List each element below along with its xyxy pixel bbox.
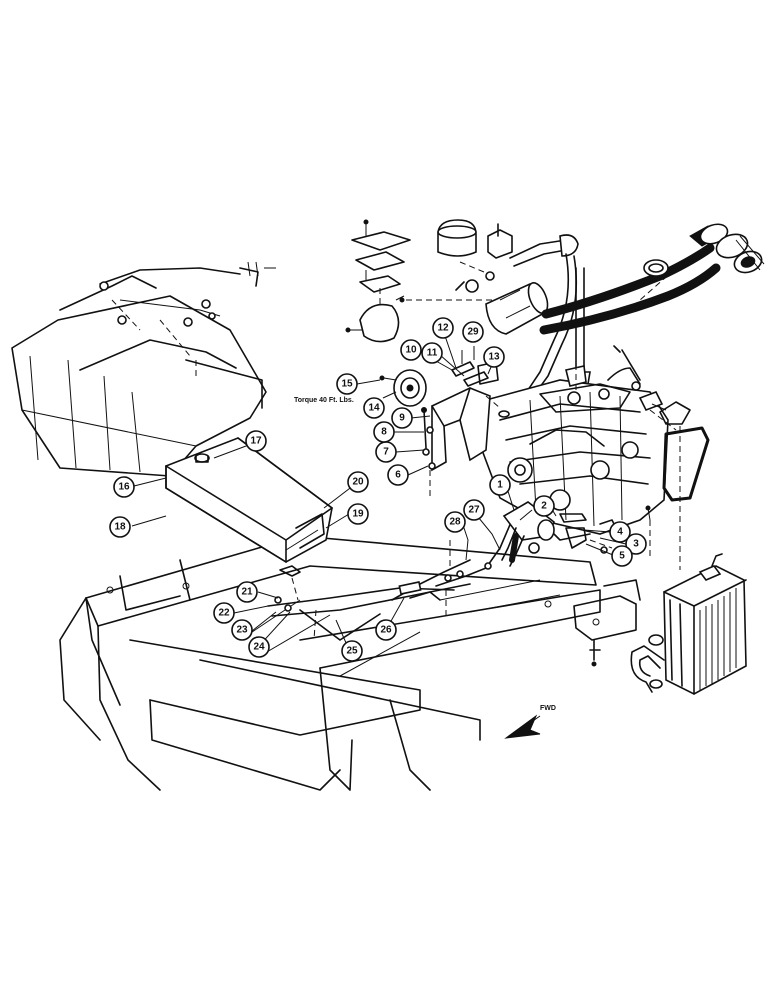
- engine-block: [481, 345, 710, 541]
- callout-4: 4: [609, 521, 631, 543]
- svg-text:5: 5: [619, 551, 625, 562]
- callout-10: 10: [400, 339, 422, 361]
- callout-14: 14: [363, 397, 385, 419]
- svg-text:14: 14: [368, 403, 380, 414]
- callout-28: 28: [444, 511, 466, 533]
- callout-19: 19: [347, 503, 369, 525]
- callout-9: 9: [391, 407, 413, 429]
- svg-text:19: 19: [352, 509, 364, 520]
- svg-text:26: 26: [380, 625, 392, 636]
- callout-21: 21: [236, 581, 258, 603]
- callout-1: 1: [489, 474, 511, 496]
- svg-text:6: 6: [395, 470, 401, 481]
- callout-17: 17: [245, 430, 267, 452]
- svg-text:27: 27: [468, 505, 480, 516]
- muffler-tip: [699, 223, 765, 274]
- callout-11: 11: [421, 342, 443, 364]
- chassis-frame: [59, 535, 641, 791]
- exhaust-pipe-assembly: [501, 501, 619, 567]
- svg-text:22: 22: [218, 608, 230, 619]
- svg-text:9: 9: [399, 413, 405, 424]
- svg-text:15: 15: [341, 379, 353, 390]
- svg-text:10: 10: [405, 345, 417, 356]
- forward-label: FWD: [540, 705, 556, 712]
- callout-22: 22: [213, 602, 235, 624]
- svg-text:18: 18: [114, 522, 126, 533]
- callout-24: 24: [248, 636, 270, 658]
- svg-text:13: 13: [488, 352, 500, 363]
- fuel-tank: [165, 437, 333, 612]
- callout-25: 25: [341, 640, 363, 662]
- svg-text:4: 4: [617, 527, 623, 538]
- svg-text:24: 24: [253, 642, 265, 653]
- callout-18: 18: [109, 516, 131, 538]
- svg-text:25: 25: [346, 646, 358, 657]
- hood-panel: [11, 261, 276, 477]
- engine-mount-bracket: [379, 346, 510, 500]
- callout-15: 15: [336, 373, 358, 395]
- svg-text:11: 11: [427, 348, 438, 359]
- callout-29: 29: [462, 321, 484, 343]
- callout-23: 23: [231, 619, 253, 641]
- svg-text:8: 8: [381, 427, 387, 438]
- torque-note: Torque 40 Ft. Lbs.: [294, 397, 354, 404]
- svg-text:23: 23: [236, 625, 248, 636]
- callout-5: 5: [611, 545, 633, 567]
- svg-text:16: 16: [118, 482, 130, 493]
- callout-8: 8: [373, 421, 395, 443]
- svg-text:3: 3: [633, 539, 639, 550]
- svg-text:7: 7: [383, 447, 389, 458]
- svg-text:1: 1: [497, 480, 503, 491]
- callout-27: 27: [463, 499, 485, 521]
- svg-text:21: 21: [241, 587, 253, 598]
- svg-text:20: 20: [352, 477, 364, 488]
- fuel-lines: [267, 519, 513, 641]
- svg-text:2: 2: [541, 501, 547, 512]
- callout-3: 3: [625, 533, 647, 555]
- callout-16: 16: [113, 476, 135, 498]
- callout-7: 7: [375, 441, 397, 463]
- exhaust-pipes: [539, 223, 765, 335]
- callout-2: 2: [533, 495, 555, 517]
- callout-26: 26: [375, 619, 397, 641]
- callout-6: 6: [387, 464, 409, 486]
- svg-text:28: 28: [449, 517, 461, 528]
- callout-20: 20: [347, 471, 369, 493]
- callout-13: 13: [483, 346, 505, 368]
- svg-text:17: 17: [250, 436, 262, 447]
- svg-text:12: 12: [437, 323, 449, 334]
- callout-12: 12: [432, 317, 454, 339]
- forward-direction-indicator: FWD: [504, 705, 556, 739]
- radiator: [589, 401, 747, 695]
- svg-text:29: 29: [467, 327, 479, 338]
